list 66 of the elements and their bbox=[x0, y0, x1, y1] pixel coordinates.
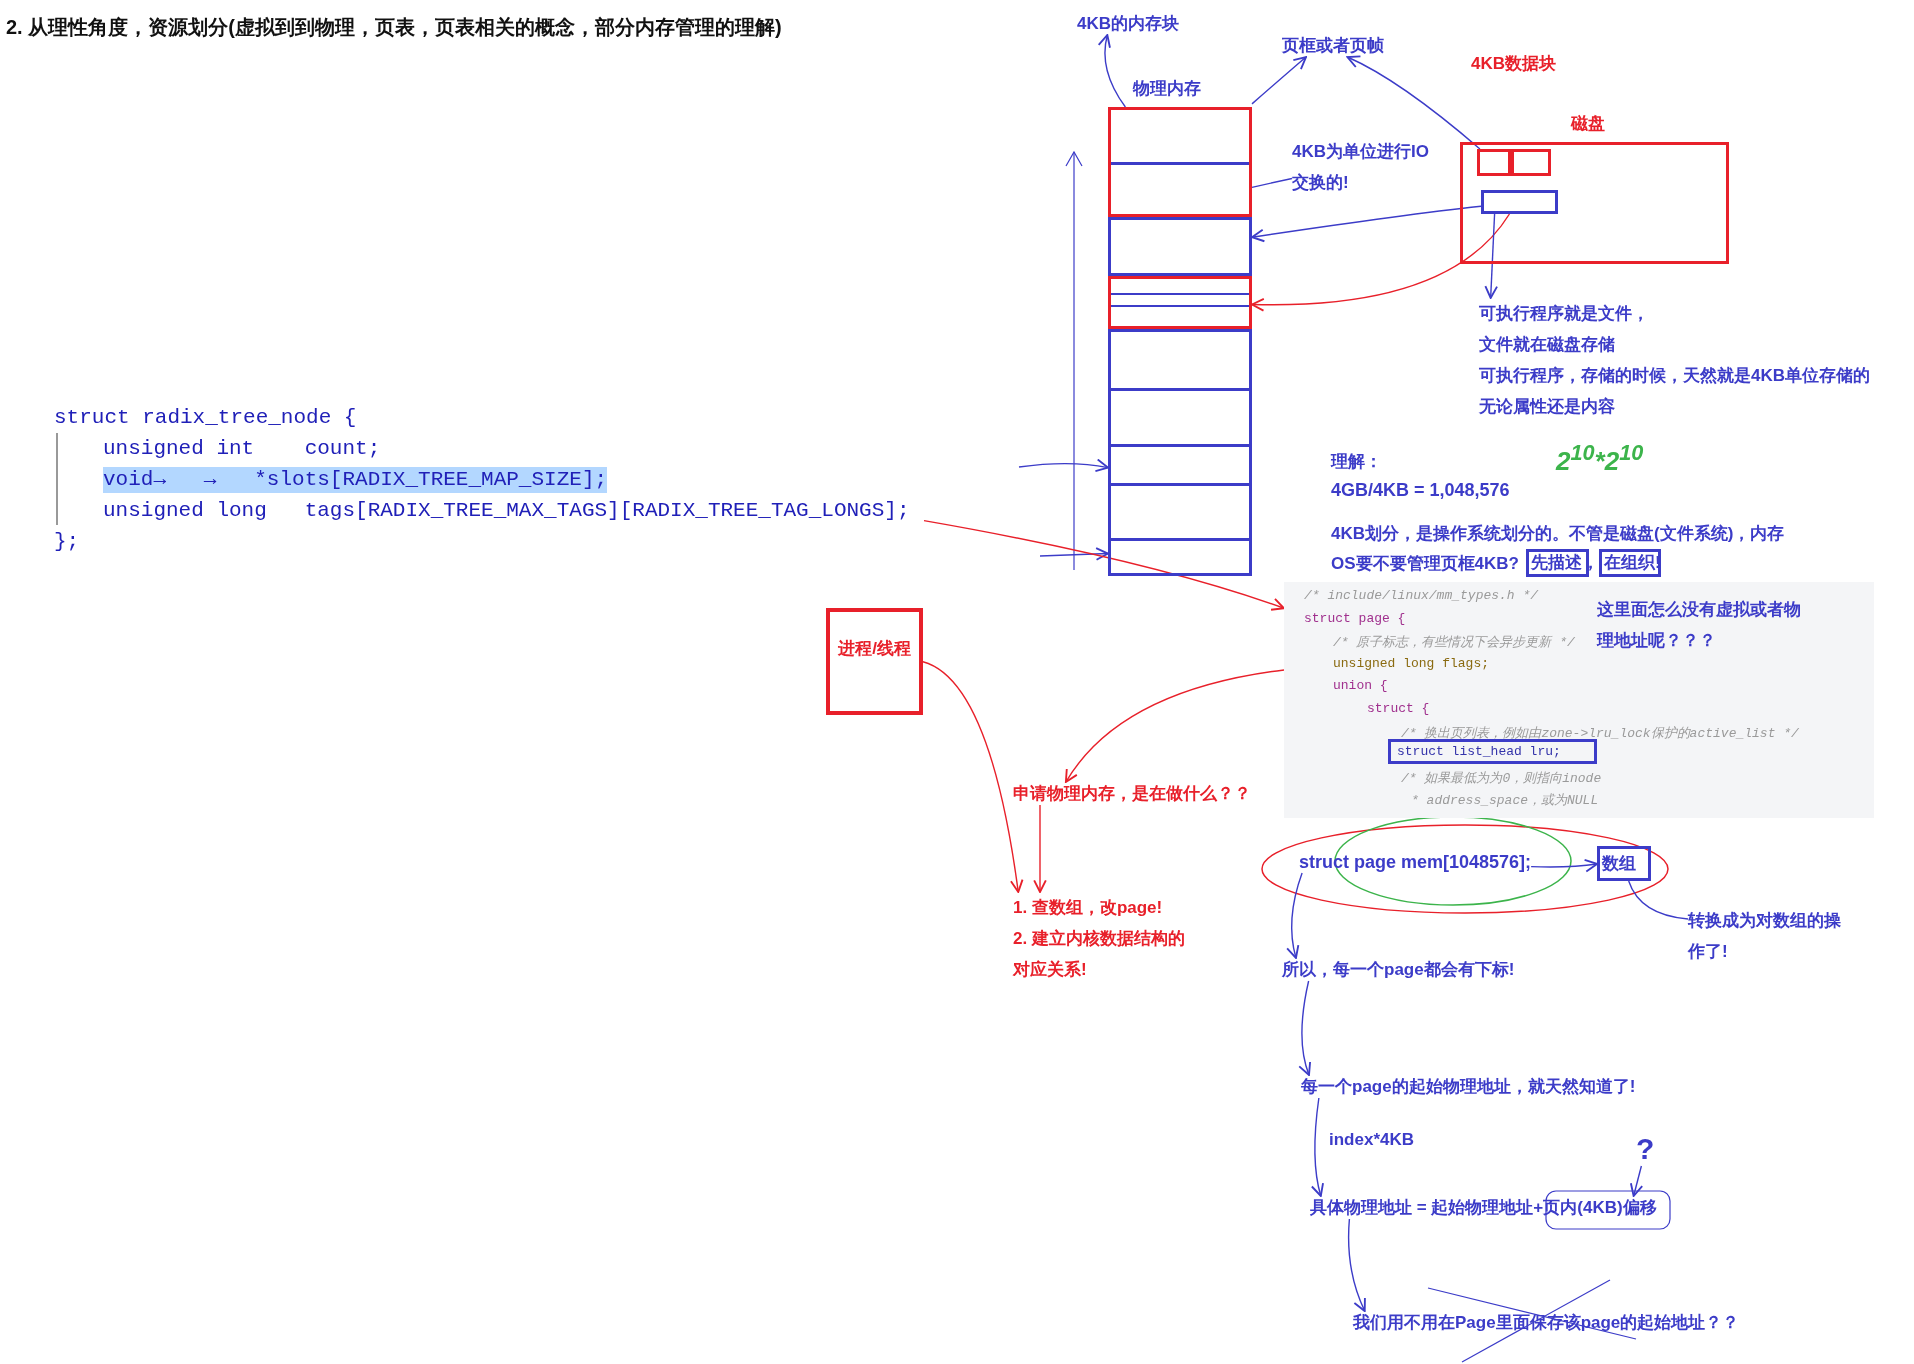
note-text: 4KB划分，是操作系统划分的。不管是磁盘(文件系统)，内存 bbox=[1331, 523, 1785, 545]
note-text: 2. 建立内核数据结构的对应关系! bbox=[1013, 928, 1186, 981]
memory-block bbox=[1108, 276, 1252, 329]
note-text: 每一个page的起始物理地址，就天然知道了! bbox=[1301, 1075, 1636, 1098]
note-text: 4GB/4KB = 1,048,576 bbox=[1331, 480, 1510, 501]
connector-line bbox=[1627, 880, 1689, 920]
column-heading: 物理内存 bbox=[1133, 78, 1201, 100]
arrow bbox=[1530, 858, 1598, 873]
note-text: 这里面怎么没有虚拟或者物理地址呢？？？ bbox=[1597, 599, 1802, 652]
arrow bbox=[1629, 1165, 1644, 1197]
note-text: 页框或者页帧 bbox=[1282, 34, 1384, 57]
note-text: 可执行程序就是文件， bbox=[1479, 303, 1649, 325]
note-text: 理解： bbox=[1331, 451, 1382, 473]
note-text: 1. 查数组，改page! bbox=[1013, 897, 1164, 919]
arrow bbox=[1286, 872, 1303, 959]
note-text: 无论属性还是内容 bbox=[1479, 396, 1615, 418]
code-line: /* 原子标志，有些情况下会异步更新 */ bbox=[1333, 634, 1575, 652]
note-text: 转换成为对数组的操作了! bbox=[1688, 905, 1853, 967]
note-text: 文件就在磁盘存储 bbox=[1479, 334, 1615, 356]
arrow bbox=[1039, 547, 1109, 561]
code-line: unsigned int count; bbox=[103, 436, 381, 462]
note-text: 4KB的内存块 bbox=[1077, 12, 1179, 35]
page-title: 2. 从理性角度，资源划分(虚拟到到物理，页表，页表相关的概念，部分内存管理的理解) bbox=[6, 15, 782, 40]
arrow bbox=[1098, 34, 1127, 108]
code-line: /* 如果最低为为0，则指向inode bbox=[1401, 769, 1602, 787]
memory-block bbox=[1108, 107, 1252, 217]
note-text: 所以，每一个page都会有下标! bbox=[1282, 958, 1515, 981]
note-text: index*4KB bbox=[1329, 1130, 1415, 1150]
code-line: }; bbox=[54, 529, 80, 555]
code-line: struct page { bbox=[1304, 610, 1406, 626]
code-line: union { bbox=[1333, 678, 1388, 694]
note-text: 可执行程序，存储的时候，天然就是4KB单位存储的 bbox=[1479, 365, 1870, 387]
handwritten-note: 2$^{10}$*2$^{10}$ bbox=[1556, 440, 1644, 477]
connector-line bbox=[1251, 177, 1293, 189]
arrow bbox=[1033, 804, 1047, 893]
arrow bbox=[1251, 205, 1482, 243]
process-box: 进程/线程 bbox=[826, 608, 923, 715]
arrow bbox=[1346, 55, 1481, 150]
disk-block bbox=[1481, 190, 1558, 214]
disk-block bbox=[1511, 149, 1551, 176]
code-line: unsigned long tags[RADIX_TREE_MAX_TAGS][RADIX_TREE_TAG_LONGS]; bbox=[103, 498, 910, 524]
code-line: struct { bbox=[1367, 701, 1430, 716]
arrow bbox=[1018, 458, 1109, 473]
arrow bbox=[1347, 1218, 1367, 1312]
note-text: 4KB为单位进行IO交换的! bbox=[1292, 136, 1432, 198]
arrow bbox=[923, 519, 1285, 611]
code-line: struct radix_tree_node { bbox=[54, 405, 357, 431]
arrow bbox=[922, 661, 1024, 893]
code-panel bbox=[1284, 582, 1874, 818]
code-line: /* 换出页列表，例如由zone->lru_lock保护的active_list */ bbox=[1401, 724, 1799, 742]
arrow bbox=[1298, 980, 1312, 1076]
arrow bbox=[1484, 213, 1498, 299]
code-line: unsigned long flags; bbox=[1333, 655, 1490, 671]
code-line: * address_space，或为NULL bbox=[1411, 792, 1599, 810]
arrow bbox=[1311, 1097, 1325, 1197]
code-line: /* include/linux/mm_types.h */ bbox=[1304, 588, 1539, 603]
arrow bbox=[1251, 213, 1511, 312]
disk-heading: 磁盘 bbox=[1571, 113, 1605, 135]
note-text: OS要不要管理页框4KB? bbox=[1331, 553, 1519, 575]
note-text: ? bbox=[1636, 1132, 1655, 1166]
note-text: 4KB数据块 bbox=[1471, 53, 1556, 75]
note-text: 申请物理内存，是在做什么？？ bbox=[1013, 782, 1251, 805]
arrow bbox=[1251, 56, 1307, 105]
disk-block bbox=[1477, 149, 1511, 176]
boxed-note: 数组 bbox=[1597, 846, 1651, 881]
arrow bbox=[1064, 669, 1285, 783]
